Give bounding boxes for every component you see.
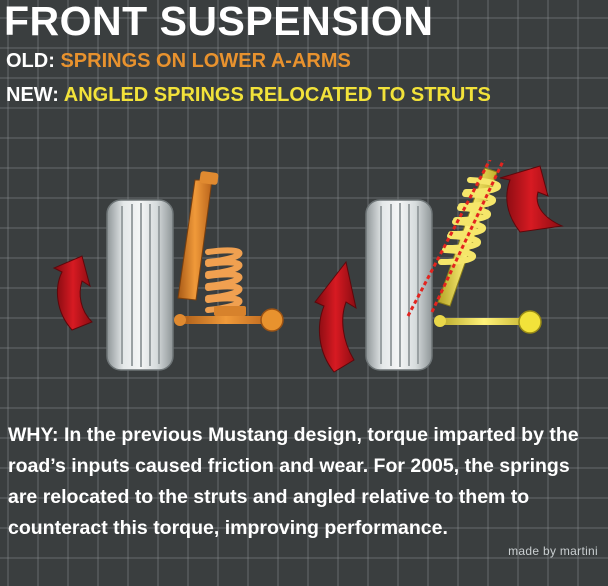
old-design-line: OLD: SPRINGS ON LOWER A-ARMS xyxy=(6,50,351,73)
page-title: FRONT SUSPENSION xyxy=(4,0,434,44)
new-description: ANGLED SPRINGS RELOCATED TO STRUTS xyxy=(63,84,491,106)
old-description: SPRINGS ON LOWER A-ARMS xyxy=(60,50,351,72)
credit-watermark: made by martini xyxy=(508,544,598,558)
coil-spring-icon xyxy=(205,247,243,313)
a-arm-icon xyxy=(434,310,542,334)
torque-arrow-icon xyxy=(499,165,564,233)
new-label: NEW: xyxy=(6,84,59,106)
new-design-line: NEW: ANGLED SPRINGS RELOCATED TO STRUTS xyxy=(6,84,491,107)
coil-spring-icon xyxy=(438,177,501,265)
a-arm-icon xyxy=(174,306,284,332)
old-label: OLD: xyxy=(6,50,55,72)
strut-icon xyxy=(177,171,219,301)
tire-icon xyxy=(106,199,174,371)
explanation-text: WHY: In the previous Mustang design, tor… xyxy=(8,424,579,539)
suspension-diagram xyxy=(52,160,564,373)
torque-arrow-icon xyxy=(314,260,357,373)
torque-arrow-icon xyxy=(52,255,93,331)
tire-icon xyxy=(365,199,433,371)
